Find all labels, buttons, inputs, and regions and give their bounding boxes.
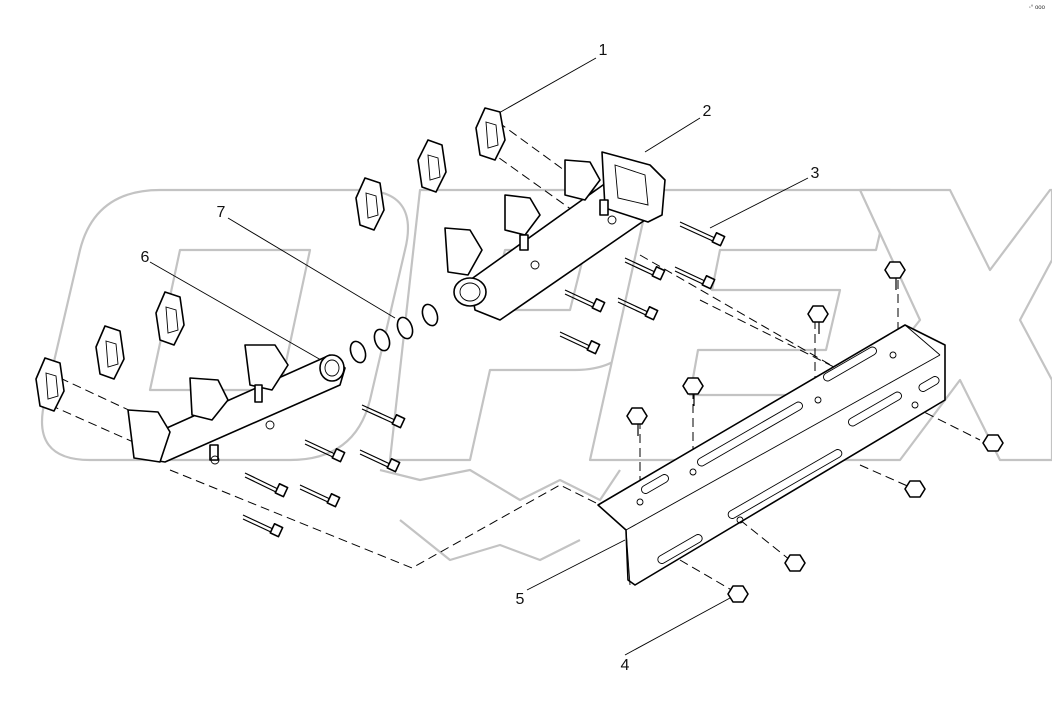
callout-labels: 1 2 3 4 5 6 7 [141,42,820,674]
callout-1: 1 [599,42,608,59]
gasket-rear-3 [355,177,385,231]
front-exhaust-manifold [127,344,346,465]
sealing-rings [349,303,439,364]
gasket-front-3 [35,357,65,412]
gasket-front-1 [155,291,185,346]
gasket-rear-2 [417,139,447,193]
callout-7: 7 [217,204,226,221]
gasket-front-2 [95,325,125,380]
gasket-rear-1 [475,107,506,161]
stud-bolts [242,221,726,538]
callout-6: 6 [141,249,150,266]
corner-mark: ◦° ooo [1029,5,1046,11]
heat-shield-bracket [597,324,946,586]
callout-2: 2 [703,103,712,120]
callout-5: 5 [516,591,525,608]
flange-bolts [626,261,1004,603]
rear-exhaust-manifold [444,151,666,321]
callout-3: 3 [811,165,820,182]
leader-lines [149,57,809,656]
callout-4: 4 [621,657,630,674]
